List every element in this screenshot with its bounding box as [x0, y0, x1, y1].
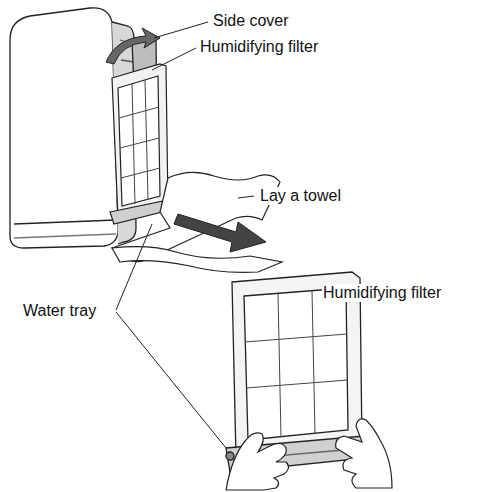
open-arrow — [106, 28, 160, 64]
part-label: Water tray — [22, 302, 97, 320]
hands — [226, 419, 392, 490]
pull-arrow — [174, 214, 266, 252]
humidifying-filter-pulled — [110, 64, 170, 224]
instruction-label: Lay a towel — [259, 187, 342, 205]
part-label: Humidifying filter — [199, 38, 319, 56]
part-label: Side cover — [212, 12, 290, 30]
part-label: Humidifying filter — [322, 284, 442, 302]
